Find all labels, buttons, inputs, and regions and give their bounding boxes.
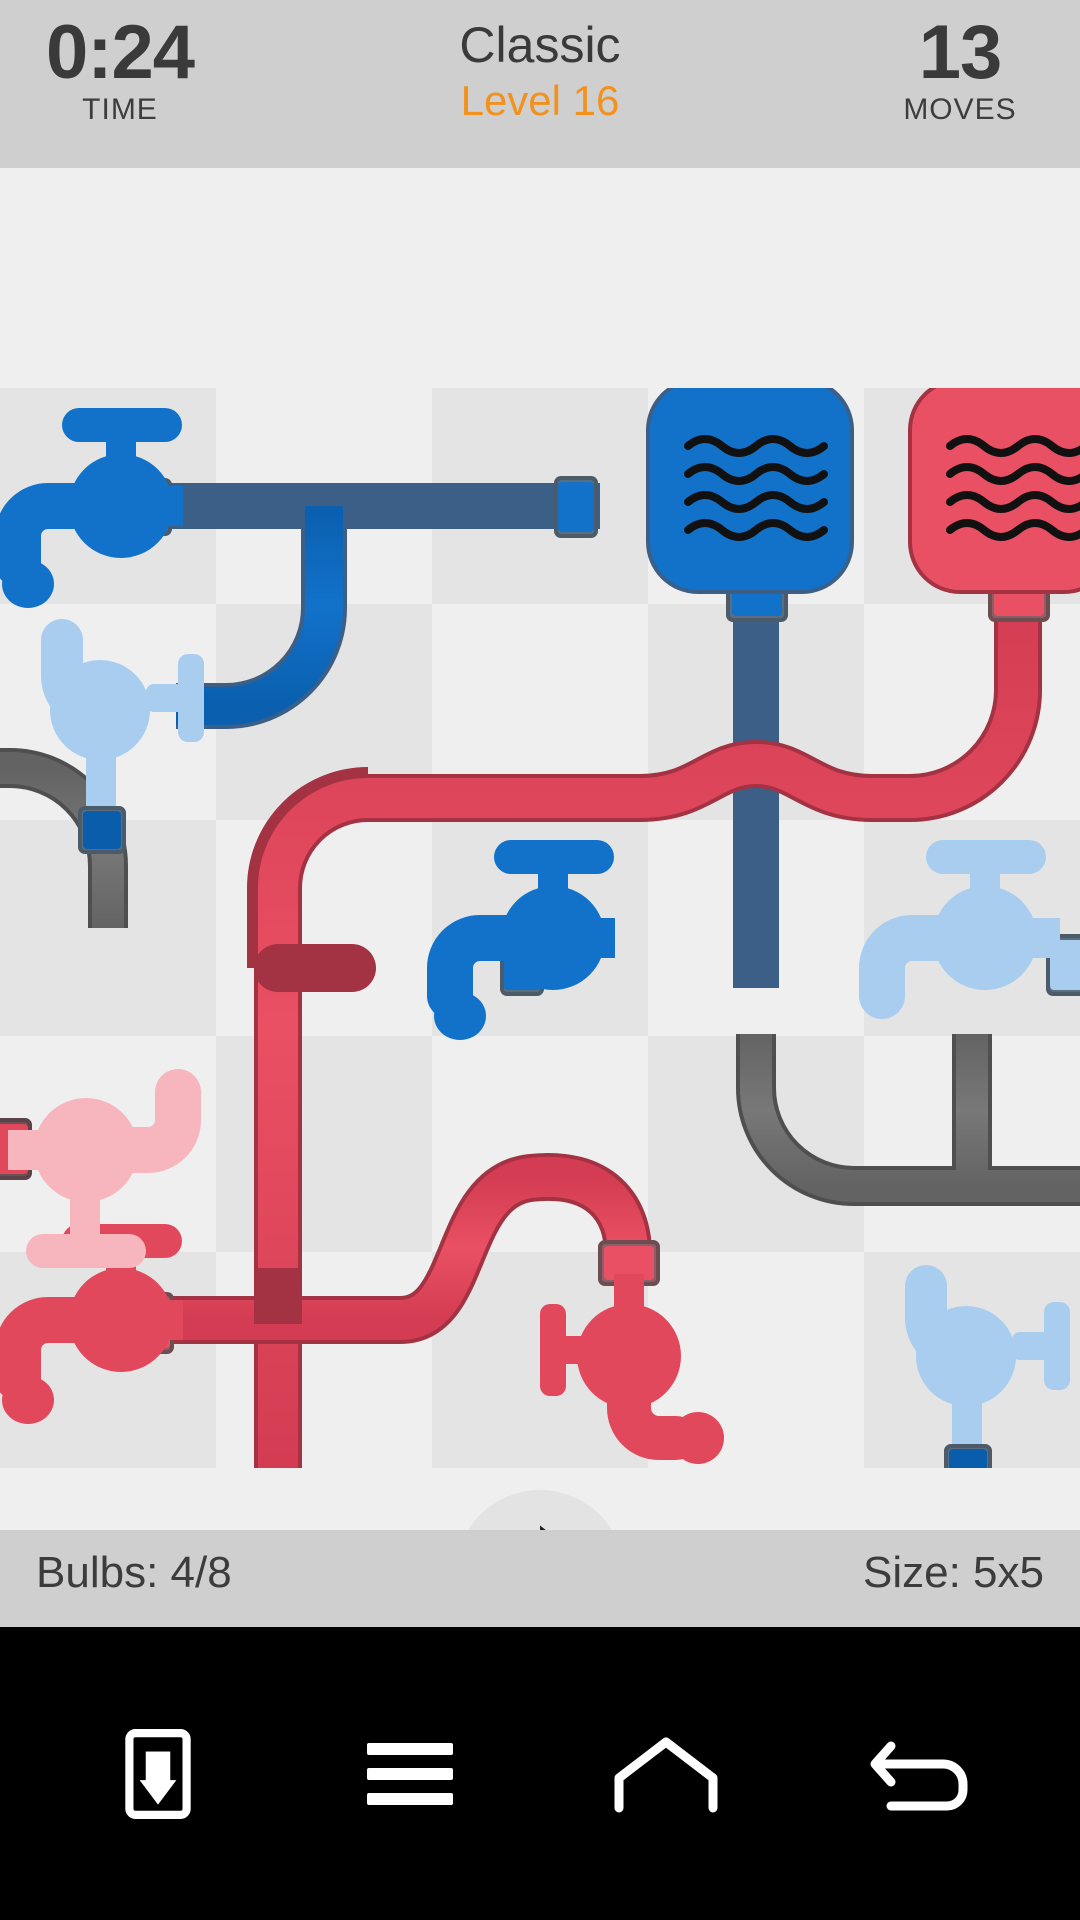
valve-blue-faded-2[interactable] xyxy=(905,1265,1070,1468)
home-button[interactable] xyxy=(591,1719,741,1829)
pipe-grey-curve[interactable] xyxy=(736,1034,1000,1206)
moves-label: MOVES xyxy=(903,93,1017,126)
tap-blue-active[interactable] xyxy=(0,408,183,608)
moves-block: 13 MOVES xyxy=(850,14,1070,128)
time-value: 0:24 xyxy=(45,10,195,95)
moves-value: 13 xyxy=(918,10,1003,95)
hamburger-menu-icon xyxy=(367,1730,453,1818)
puzzle-board[interactable] xyxy=(0,388,1080,1468)
valve-blue-faded[interactable] xyxy=(41,619,204,854)
mode-block: Classic Level 16 xyxy=(310,14,770,126)
tank-red[interactable] xyxy=(908,388,1080,594)
pipe-grey-tee[interactable] xyxy=(860,1034,1080,1206)
back-arrow-icon xyxy=(870,1741,968,1810)
save-down-icon xyxy=(125,1728,191,1819)
home-icon xyxy=(614,1737,718,1812)
water-drop-icon xyxy=(434,992,486,1040)
tap-blue-active-2[interactable] xyxy=(427,840,615,1040)
time-block: 0:24 TIME xyxy=(10,14,230,128)
tank-blue[interactable] xyxy=(646,388,854,594)
pipe-blue-elbow-down-left[interactable] xyxy=(176,506,347,729)
tap-red-active[interactable] xyxy=(0,1224,183,1424)
pipe-network xyxy=(0,388,1080,1468)
water-drop-icon xyxy=(2,1376,54,1424)
pipe-red-network[interactable] xyxy=(116,564,1042,1468)
tap-blue-faded[interactable] xyxy=(859,840,1060,1019)
top-hud: 0:24 TIME Classic Level 16 13 MOVES xyxy=(0,0,1080,168)
bulbs-counter: Bulbs: 4/8 xyxy=(36,1548,232,1597)
save-down-button[interactable] xyxy=(83,1719,233,1829)
tap-red-faded[interactable] xyxy=(8,1069,201,1268)
play-area xyxy=(0,168,1080,1627)
mode-name: Classic xyxy=(459,17,621,73)
bottom-status-bar: Bulbs: 4/8 Size: 5x5 xyxy=(0,1530,1080,1627)
android-nav-bar xyxy=(0,1627,1080,1920)
board-size-label: Size: 5x5 xyxy=(863,1548,1044,1597)
menu-button[interactable] xyxy=(335,1719,485,1829)
back-button[interactable] xyxy=(845,1719,995,1829)
water-drop-icon xyxy=(2,560,54,608)
board-cell-r3c1[interactable] xyxy=(216,1036,432,1252)
time-label: TIME xyxy=(82,93,158,126)
level-name: Level 16 xyxy=(460,77,620,124)
valve-red-dripping[interactable] xyxy=(540,1274,724,1464)
water-drop-icon xyxy=(672,1412,724,1464)
